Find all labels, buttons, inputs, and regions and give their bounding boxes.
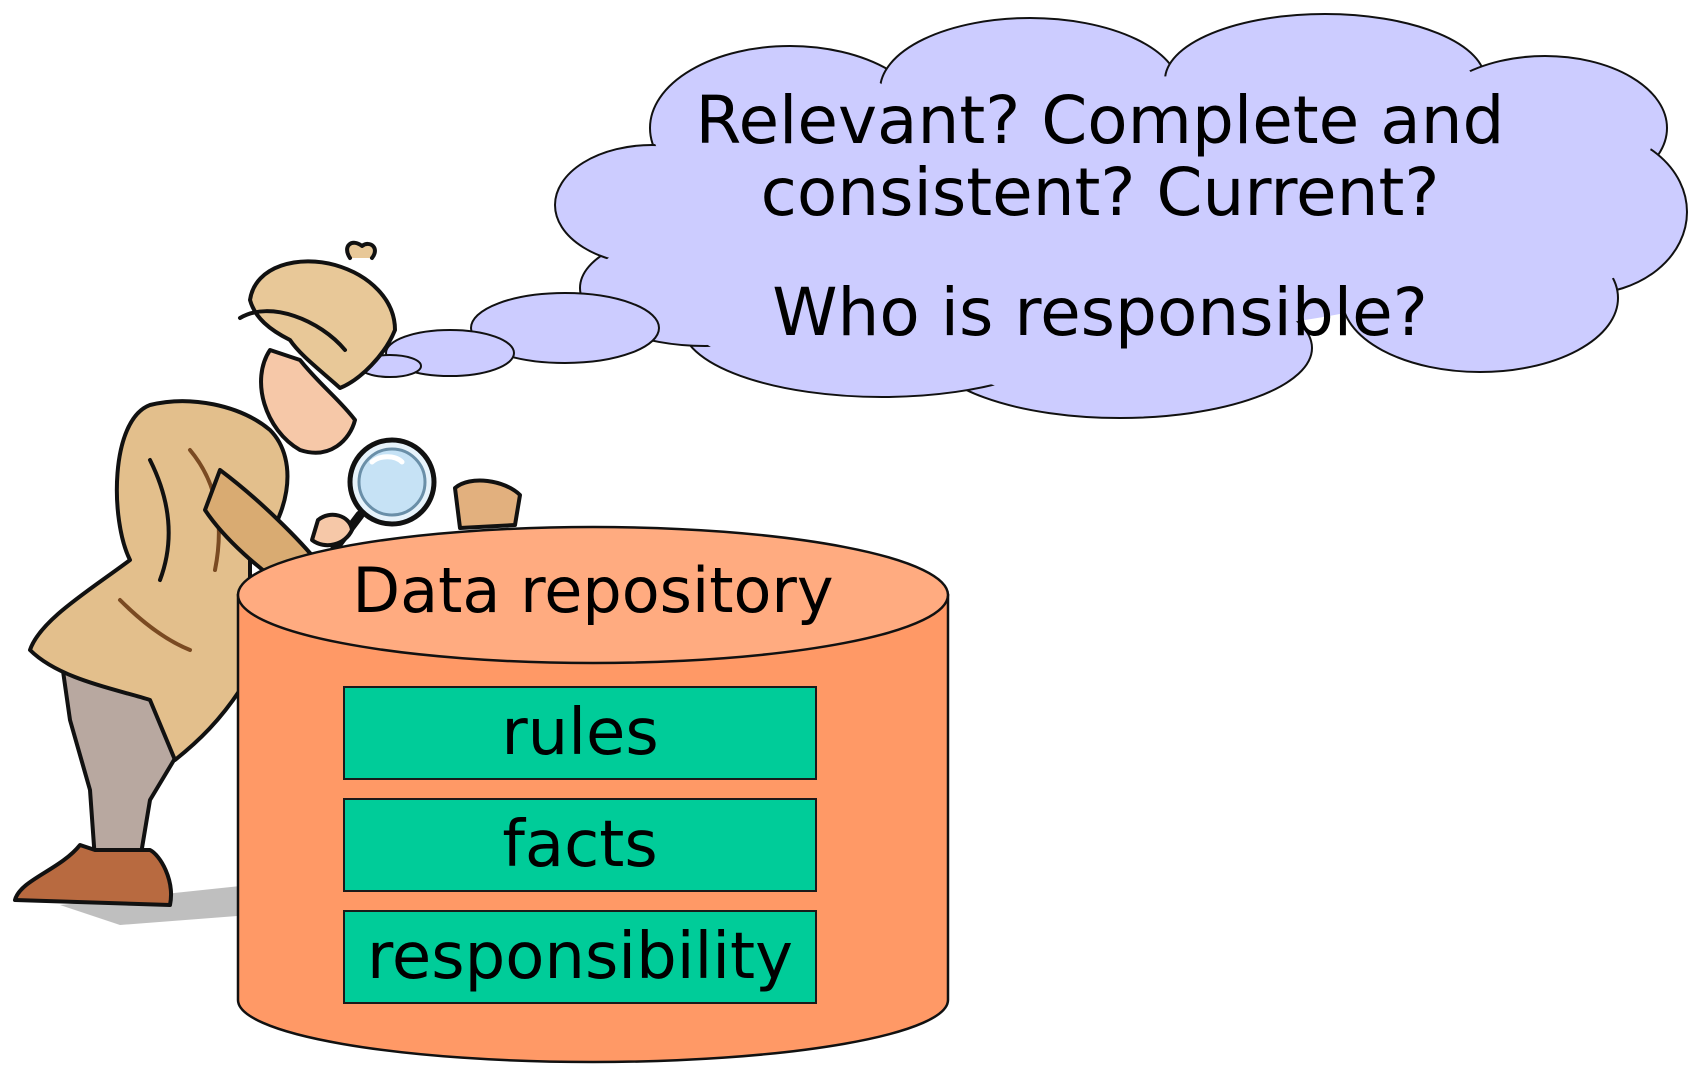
- repository-cylinder-top: [236, 525, 950, 665]
- repository-label: Data repository: [352, 554, 834, 627]
- thought-bubble-large: [470, 292, 660, 364]
- detective-icon: [13, 240, 522, 925]
- layer-facts: facts: [343, 798, 817, 892]
- thought-cloud: [554, 13, 1688, 419]
- layer-responsibility: responsibility: [343, 910, 817, 1004]
- cloud-question-line-3: Who is responsible?: [772, 274, 1428, 351]
- layer-rules: rules: [343, 686, 817, 780]
- cloud-question-line-2: consistent? Current?: [760, 154, 1440, 231]
- cloud-question-line-1: Relevant? Complete and: [695, 82, 1505, 159]
